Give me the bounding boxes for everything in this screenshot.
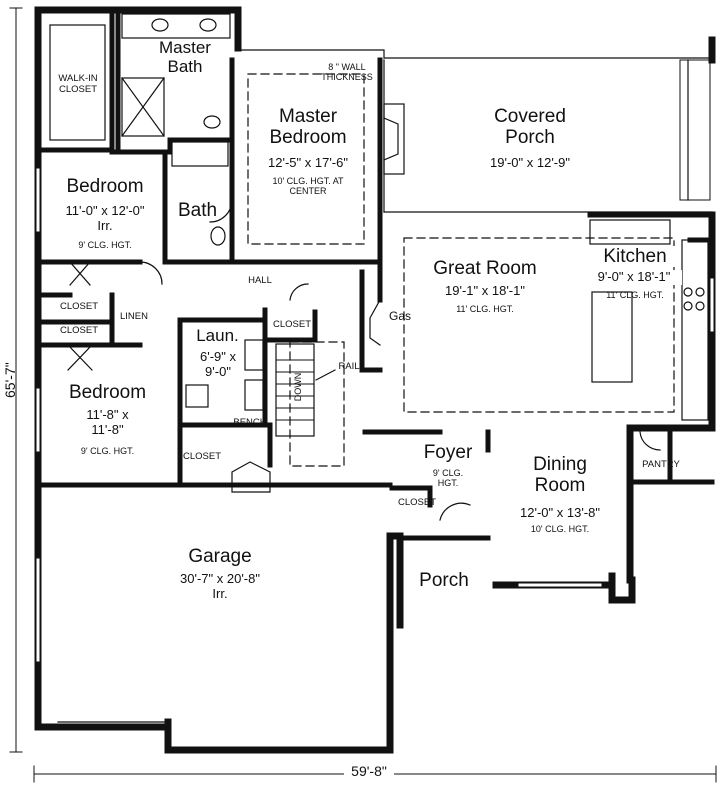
stair-down-label: DOWN <box>292 372 303 402</box>
interior-walls <box>35 11 715 541</box>
fixtures <box>36 13 714 728</box>
dining-room-ceiling: 10' CLG. HGT. <box>530 524 590 534</box>
kitchen-size: 9'-0" x 18'-1" <box>586 269 682 285</box>
foyer-ceiling: 9' CLG. HGT. <box>432 468 464 489</box>
dining-room-size: 12'-0" x 13'-8" <box>520 505 600 520</box>
master-bedroom-ceiling: 10' CLG. HGT. AT CENTER <box>272 176 344 197</box>
hall-label: HALL <box>248 275 272 286</box>
dining-room-name: Dining Room <box>533 454 587 497</box>
gas-label: Gas <box>388 309 411 323</box>
kitchen-name: Kitchen <box>590 246 680 268</box>
closet-foyer-label: CLOSET <box>397 497 436 508</box>
covered-porch-size: 19'-0" x 12'-9" <box>490 155 570 170</box>
covered-porch-name: Covered Porch <box>494 106 566 149</box>
great-room-name: Great Room <box>433 258 537 279</box>
exterior-walls <box>34 6 716 754</box>
great-room-size: 19'-1" x 18'-1" <box>445 283 525 298</box>
bedroom2-ceiling: 9' CLG. HGT. <box>80 446 135 456</box>
bedroom2-size: 11'-8" x 11'-8" <box>86 407 129 437</box>
closet-b-label: CLOSET <box>59 325 98 336</box>
closet-laundry-label: CLOSET <box>272 319 311 330</box>
closet-hall-label: CLOSET <box>182 451 221 462</box>
bedroom1-name: Bedroom <box>66 176 144 197</box>
closet-a-label: CLOSET <box>59 301 98 312</box>
overall-depth-label: 65'-7" <box>2 362 18 398</box>
linen-label: LINEN <box>120 311 148 322</box>
bath-label: Bath <box>177 200 218 221</box>
bedroom1-ceiling: 9' CLG. HGT. <box>78 240 132 250</box>
garage-name: Garage <box>188 546 252 567</box>
garage-size: 30'-7" x 20'-8" Irr. <box>180 571 260 601</box>
bedroom1-size: 11'-0" x 12'-0" Irr. <box>65 203 145 233</box>
master-bedroom-size: 12'-5" x 17'-6" <box>268 155 348 170</box>
porch-name: Porch <box>419 570 469 591</box>
kitchen-ceiling: 11' CLG. HGT. <box>606 290 664 300</box>
bench-label: BENCH <box>233 417 267 428</box>
bedroom2-name: Bedroom <box>68 382 147 403</box>
foyer-name: Foyer <box>423 442 473 463</box>
pantry-label: PANTRY <box>642 459 680 470</box>
overall-width-label: 59'-8" <box>344 763 394 780</box>
wall-thickness-note: 8 " WALL THICKNESS <box>321 62 373 83</box>
walkin-closet-label: WALK-IN CLOSET <box>58 73 98 95</box>
master-bedroom-name: Master Bedroom <box>269 106 347 149</box>
laundry-name: Laun. <box>196 326 239 345</box>
laundry-size: 6'-9" x 9'-0" <box>200 349 236 379</box>
rail-label: RAIL <box>338 361 360 372</box>
master-bath-label: Master Bath <box>159 38 211 77</box>
great-room-ceiling: 11' CLG. HGT. <box>456 304 514 314</box>
